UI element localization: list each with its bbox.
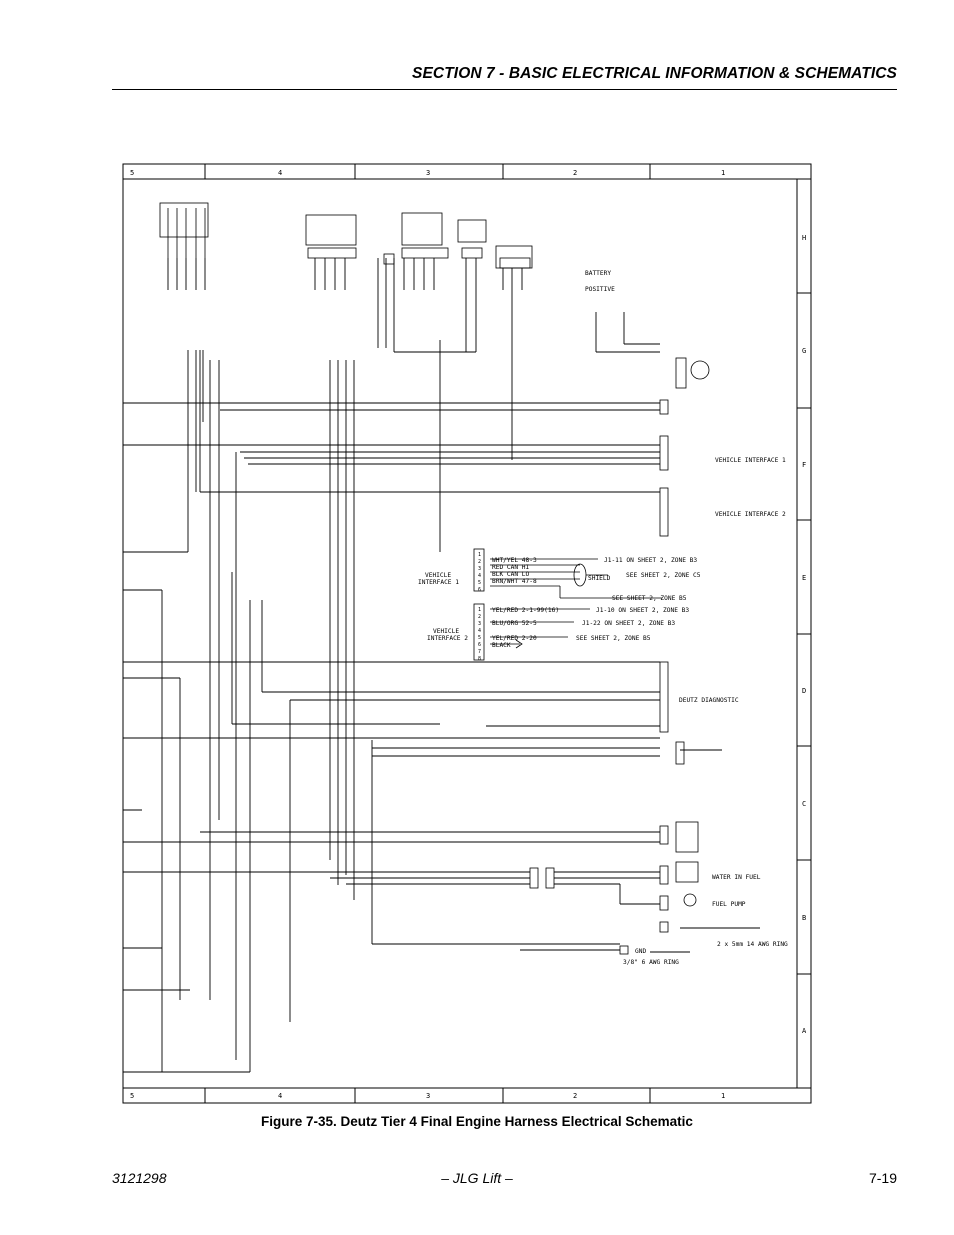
vi2-ref-1: J1-10 ON SHEET 2, ZONE B3 <box>596 607 689 614</box>
vi2-left-label-b: INTERFACE 2 <box>427 635 468 642</box>
zone-top-4: 4 <box>278 169 282 177</box>
fuel-pump-label: FUEL PUMP <box>712 901 746 908</box>
gnd-label: GND <box>635 948 646 955</box>
vi1-wire-2: RED CAN HI <box>492 564 530 571</box>
vi2-wire-4: BLACK <box>492 642 511 649</box>
vi2-wire-1: YEL/RED 2-1-99(16) <box>492 607 559 614</box>
vi1-ref-2: SEE SHEET 2, ZONE C5 <box>626 572 701 579</box>
water-in-fuel-label: WATER IN FUEL <box>712 874 761 881</box>
deutz-diagnostic-label: DEUTZ DIAGNOSTIC <box>679 697 739 704</box>
vi2-pin-7: 7 <box>478 649 481 655</box>
figure-caption: Figure 7-35. Deutz Tier 4 Final Engine H… <box>261 1114 693 1129</box>
zone-side-e: E <box>802 574 806 582</box>
vehicle-interface-detail <box>490 558 662 649</box>
vi1-wire-3: BLK CAN LO <box>492 571 530 578</box>
vi2-wire-2: BLU/ORG 52-5 <box>492 620 537 627</box>
vi2-ref-3: SEE SHEET 2, ZONE B5 <box>576 635 651 642</box>
vi1-ref-1: J1-11 ON SHEET 2, ZONE B3 <box>604 557 697 564</box>
shield-label: SHIELD <box>588 575 611 582</box>
vi1-wire-1: WHT/YEL 48-3 <box>492 557 537 564</box>
section-title: SECTION 7 - BASIC ELECTRICAL INFORMATION… <box>412 65 897 82</box>
schematic-labels: BATTERY POSITIVE VEHICLE INTERFACE 1 VEH… <box>418 270 788 966</box>
zone-labels: 5 4 3 2 1 5 4 3 2 1 H G F E D C B A <box>130 169 807 1100</box>
top-connectors <box>159 202 710 389</box>
zone-side-b: B <box>802 914 806 922</box>
vi1-pin-3: 3 <box>478 566 481 572</box>
zone-side-d: D <box>802 687 806 695</box>
vertical-wires <box>167 258 660 1000</box>
zone-top-1: 1 <box>721 169 725 177</box>
vi2-left-label-a: VEHICLE <box>433 628 459 635</box>
footer-brand: – JLG Lift – <box>441 1170 513 1186</box>
vi1-ref-3: SEE SHEET 2, ZONE B5 <box>612 595 687 602</box>
vi1-left-label-a: VEHICLE <box>425 572 451 579</box>
vi1-pin-5: 5 <box>478 580 481 586</box>
vi1-pin-6: 6 <box>478 587 481 593</box>
vi2-ref-2: J1-22 ON SHEET 2, ZONE B3 <box>582 620 675 627</box>
vi1-pin-1: 1 <box>478 552 481 558</box>
zone-side-f: F <box>802 461 806 469</box>
vi2-wire-3: YEL/RED 2-20 <box>492 635 537 642</box>
zone-bottom-2: 2 <box>573 1092 577 1100</box>
zone-top-2: 2 <box>573 169 577 177</box>
zone-bottom-1: 1 <box>721 1092 725 1100</box>
zone-top-5: 5 <box>130 169 134 177</box>
vi1-pin-2: 2 <box>478 559 481 565</box>
vi2-pin-4: 4 <box>478 628 481 634</box>
vi2-pin-3: 3 <box>478 621 481 627</box>
footer-page-number: 7-19 <box>868 1170 897 1186</box>
positive-label: POSITIVE <box>585 286 615 293</box>
zone-side-g: G <box>802 347 806 355</box>
zone-side-c: C <box>802 800 806 808</box>
vi2-pin-2: 2 <box>478 614 481 620</box>
header-rule <box>112 89 897 90</box>
drawing-frame <box>122 163 812 1104</box>
zone-bottom-3: 3 <box>426 1092 430 1100</box>
vi1-pin-4: 4 <box>478 573 481 579</box>
vi1-wire-4: BRN/WHT 47-8 <box>492 578 537 585</box>
terminal-blocks <box>473 399 699 955</box>
vi2-right-label: VEHICLE INTERFACE 2 <box>715 511 786 518</box>
zone-side-a: A <box>802 1027 807 1035</box>
vi2-pin-6: 6 <box>478 642 481 648</box>
zone-bottom-4: 4 <box>278 1092 282 1100</box>
vi2-pin-1: 1 <box>478 607 481 613</box>
vi1-left-label-b: INTERFACE 1 <box>418 579 459 586</box>
zone-bottom-5: 5 <box>130 1092 134 1100</box>
vi2-pin-8: 8 <box>478 656 481 662</box>
ring-38-label: 3/8" 6 AWG RING <box>623 959 679 966</box>
vi2-pin-5: 5 <box>478 635 481 641</box>
horizontal-wires <box>123 340 760 1073</box>
battery-label: BATTERY <box>585 270 611 277</box>
zone-side-h: H <box>802 234 806 242</box>
vi1-right-label: VEHICLE INTERFACE 1 <box>715 457 786 464</box>
footer-doc-number: 3121298 <box>112 1170 167 1186</box>
ring-2x-label: 2 x 5mm 14 AWG RING <box>717 941 788 948</box>
zone-top-3: 3 <box>426 169 430 177</box>
